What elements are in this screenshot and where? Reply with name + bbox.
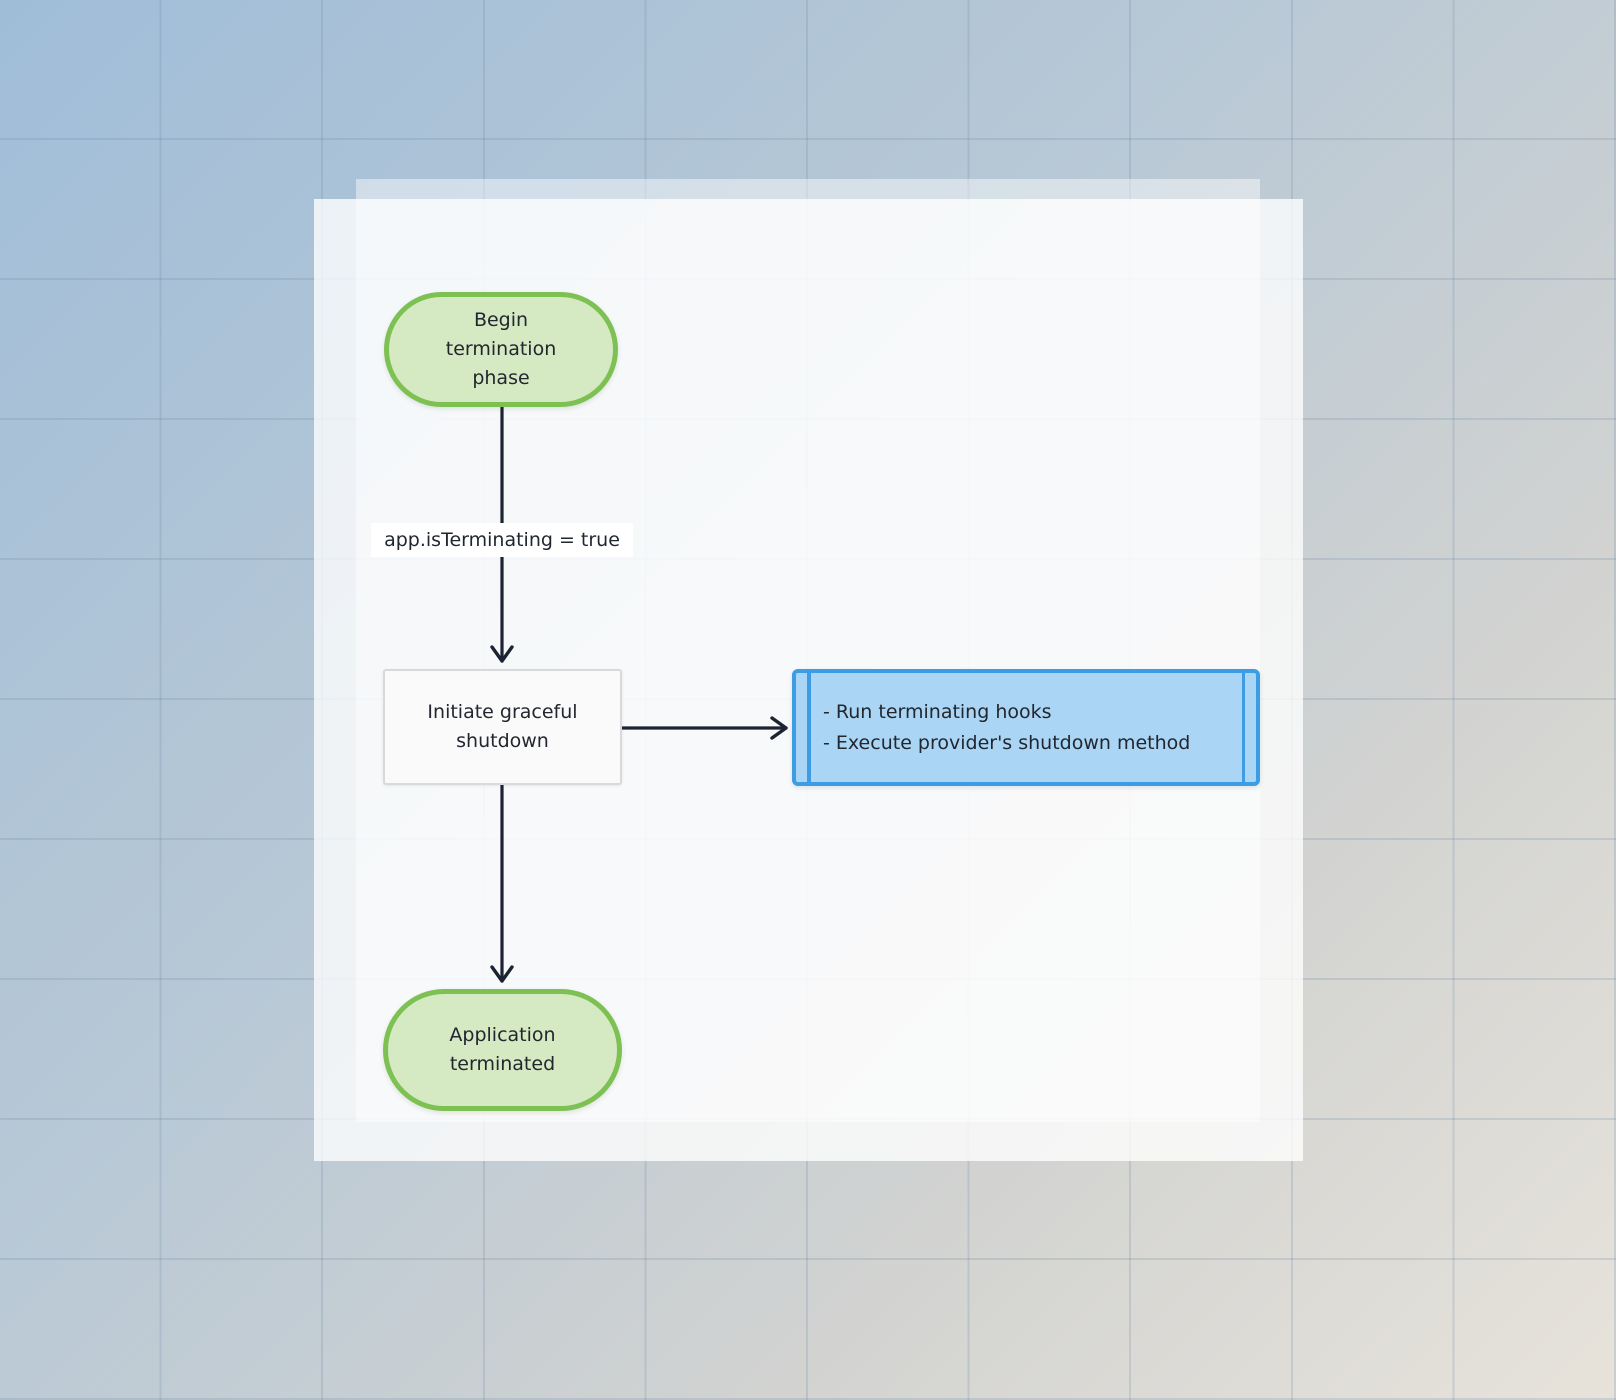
- edge-label-is-terminating[interactable]: app.isTerminating = true: [371, 523, 633, 557]
- node-initiate-graceful-shutdown-label: Initiate graceful shutdown: [427, 701, 578, 752]
- subroutine-right-bar: [1241, 673, 1245, 782]
- node-initiate-graceful-shutdown[interactable]: Initiate graceful shutdown: [383, 669, 622, 785]
- node-application-terminated[interactable]: Application terminated: [383, 989, 622, 1111]
- subroutine-left-bar: [807, 673, 811, 782]
- subroutine-line-2: - Execute provider's shutdown method: [823, 731, 1191, 754]
- node-application-terminated-label: Application terminated: [449, 1024, 556, 1075]
- node-shutdown-tasks-label: - Run terminating hooks - Execute provid…: [796, 697, 1190, 759]
- node-begin-termination-phase[interactable]: Begin termination phase: [384, 292, 618, 407]
- node-begin-termination-phase-label: Begin termination phase: [445, 309, 557, 389]
- subroutine-line-1: - Run terminating hooks: [823, 700, 1052, 723]
- node-shutdown-tasks-subroutine[interactable]: - Run terminating hooks - Execute provid…: [792, 669, 1260, 786]
